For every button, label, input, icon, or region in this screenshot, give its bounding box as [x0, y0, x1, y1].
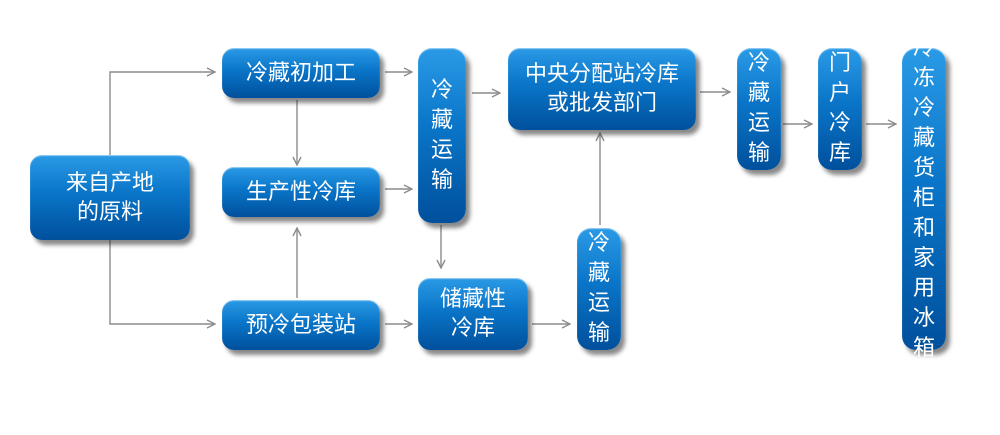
node-store-cold-room: 门户冷库 [818, 48, 862, 170]
node-transport-2: 冷藏运输 [737, 48, 781, 170]
arrow-origin-to-precooling [109, 240, 215, 324]
node-transport-3: 冷藏运输 [577, 228, 621, 350]
node-production-cold-store: 生产性冷库 [222, 167, 380, 217]
node-transport-1: 冷藏运输 [418, 48, 466, 223]
node-distribution-center: 中央分配站冷库或批发部门 [508, 48, 696, 130]
node-precooling-station: 预冷包装站 [222, 300, 380, 350]
node-retail-display: 冷冻冷藏货柜和家用冰箱 [902, 36, 946, 361]
node-initial-processing: 冷藏初加工 [222, 48, 380, 98]
arrow-origin-to-initial [109, 72, 215, 155]
node-storage-cold-store: 储藏性冷库 [418, 278, 528, 350]
node-origin: 来自产地的原料 [30, 155, 190, 240]
